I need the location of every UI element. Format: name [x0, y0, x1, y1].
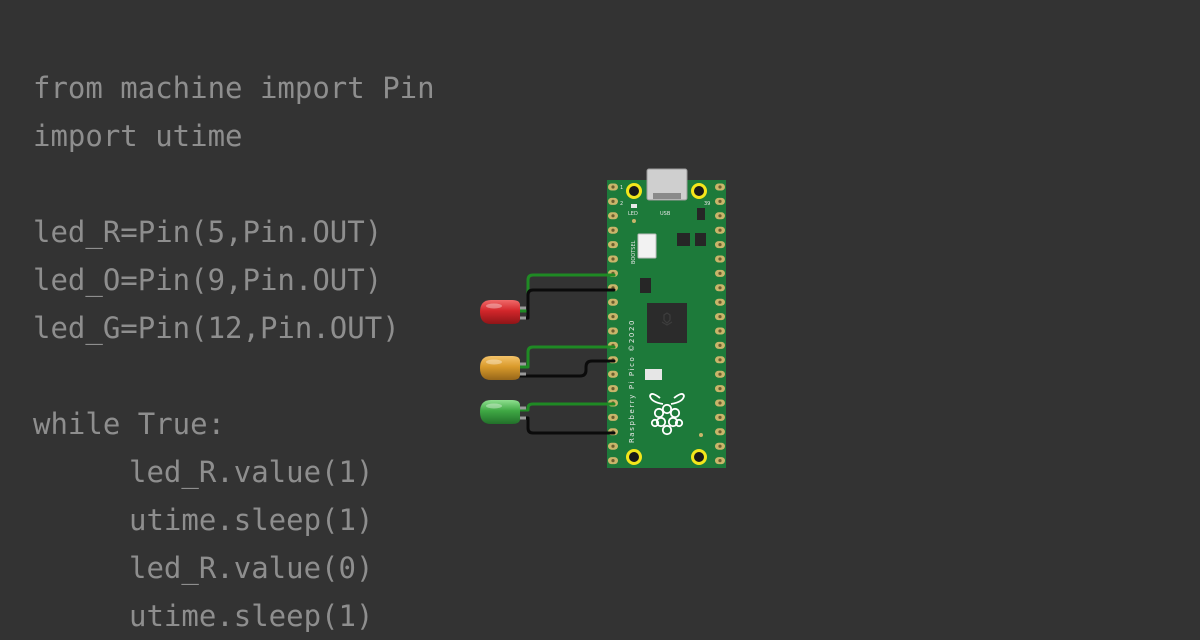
- led-highlight: [486, 303, 502, 309]
- mount-hole: [626, 183, 642, 199]
- bootsel-button: [637, 233, 657, 259]
- header-hole: [611, 387, 615, 391]
- code-listing: from machine import Pin import utime led_R…: [33, 64, 435, 640]
- board-name: Raspberry Pi Pico ©2020: [628, 319, 636, 443]
- header-hole: [718, 358, 722, 362]
- led-orange: [480, 356, 526, 380]
- pico-board: 1 2 39 LED USB BOOTSEL Raspberry Pi Pico…: [607, 168, 726, 468]
- led-highlight: [486, 359, 502, 365]
- crystal: [645, 369, 662, 380]
- wire-green-ground: [518, 416, 616, 435]
- code-line: while True:: [33, 407, 226, 441]
- code-line: from machine import Pin: [33, 71, 435, 105]
- header-hole: [718, 271, 722, 275]
- header-hole: [611, 243, 615, 247]
- wires: [518, 273, 616, 435]
- header-hole: [611, 214, 615, 218]
- code-line: import utime: [33, 119, 243, 153]
- wire-red-ground: [518, 288, 616, 320]
- onboard-led: [631, 204, 637, 208]
- header-hole: [718, 214, 722, 218]
- header-hole: [718, 286, 722, 290]
- raspberry-outline-icon: [661, 312, 673, 326]
- usb-connector: [646, 168, 688, 201]
- led-label: LED: [628, 211, 638, 217]
- bootsel-label: BOOTSEL: [631, 240, 637, 264]
- mount-hole: [626, 449, 642, 465]
- header-hole: [718, 199, 722, 203]
- led-highlight: [486, 403, 502, 409]
- chip: [640, 278, 651, 293]
- header-hole: [611, 185, 615, 189]
- header-hole: [718, 401, 722, 405]
- code-line: utime.sleep(1): [129, 503, 374, 537]
- led-green: [480, 400, 526, 424]
- header-hole: [611, 444, 615, 448]
- header-hole: [611, 315, 615, 319]
- header-hole: [611, 329, 615, 333]
- code-line: utime.sleep(1): [129, 599, 374, 633]
- header-hole: [718, 415, 722, 419]
- header-hole: [718, 300, 722, 304]
- header-hole: [718, 459, 722, 463]
- code-line: led_R=Pin(5,Pin.OUT): [33, 215, 383, 249]
- code-line: led_O=Pin(9,Pin.OUT): [33, 263, 383, 297]
- code-line: led_G=Pin(12,Pin.OUT): [33, 311, 400, 345]
- code-line: led_R.value(1): [129, 455, 374, 489]
- header-hole: [611, 415, 615, 419]
- pin39-label: 39: [704, 201, 710, 207]
- header-hole: [718, 387, 722, 391]
- led-body: [480, 300, 520, 324]
- header-hole: [718, 329, 722, 333]
- header-hole: [718, 228, 722, 232]
- pin1-label: 1: [620, 185, 623, 191]
- chip: [697, 208, 705, 220]
- pin2-label: 2: [620, 201, 623, 207]
- wire-red-signal: [518, 273, 616, 313]
- wire-orange-ground: [518, 359, 616, 378]
- mount-hole: [691, 449, 707, 465]
- header-hole: [718, 430, 722, 434]
- usb-connector-slot: [653, 193, 681, 199]
- led-body: [480, 400, 520, 424]
- test-point: [632, 219, 636, 223]
- header-hole: [611, 372, 615, 376]
- led-red: [480, 300, 526, 324]
- header-hole: [718, 343, 722, 347]
- chip: [695, 233, 706, 246]
- header-hole: [718, 185, 722, 189]
- header-hole: [611, 228, 615, 232]
- header-hole: [718, 257, 722, 261]
- test-point: [699, 433, 703, 437]
- header-hole: [718, 315, 722, 319]
- header-hole: [611, 459, 615, 463]
- wire-green-signal: [518, 402, 616, 412]
- header-hole: [718, 243, 722, 247]
- pin-header-right: [715, 183, 725, 465]
- chip: [677, 233, 690, 246]
- raspberry-pi-logo-icon: [649, 393, 685, 436]
- header-hole: [611, 257, 615, 261]
- led-body: [480, 356, 520, 380]
- header-hole: [611, 199, 615, 203]
- mount-hole: [691, 183, 707, 199]
- header-hole: [718, 372, 722, 376]
- header-hole: [718, 444, 722, 448]
- wire-orange-signal: [518, 345, 616, 369]
- usb-label: USB: [660, 211, 671, 217]
- code-line: led_R.value(0): [129, 551, 374, 585]
- header-hole: [611, 300, 615, 304]
